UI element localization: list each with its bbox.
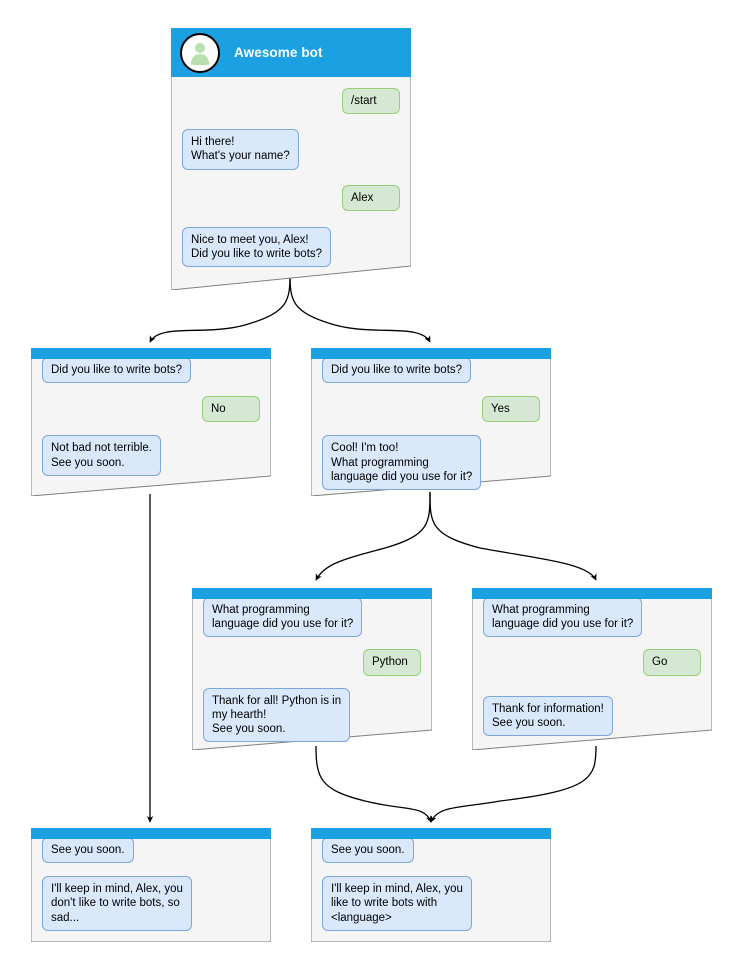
card-python-branch[interactable]: What programming language did you use fo… (192, 588, 432, 750)
edge-go-to-end-yes (430, 745, 597, 823)
user-bubble[interactable]: Go (643, 649, 701, 676)
bot-title: Awesome bot (234, 45, 323, 60)
message-row: Yes (311, 396, 551, 423)
message-row: Hi there! What's your name? (171, 129, 411, 170)
card-yes-branch[interactable]: Did you like to write bots? Yes Cool! I'… (311, 348, 551, 496)
bot-bubble[interactable]: See you soon. (42, 837, 134, 864)
yes-branch-header-bar (311, 348, 551, 359)
user-bubble[interactable]: Yes (482, 396, 540, 423)
bot-bubble[interactable]: Thank for information! See you soon. (483, 695, 613, 737)
message-row: See you soon. (311, 837, 551, 864)
message-row: What programming language did you use fo… (472, 597, 712, 638)
user-bubble[interactable]: Alex (342, 184, 400, 211)
message-row: Go (472, 649, 712, 676)
bot-bubble[interactable]: I'll keep in mind, Alex, you don't like … (42, 876, 192, 931)
message-row: See you soon. (31, 837, 271, 864)
card-end-no[interactable]: See you soon. I'll keep in mind, Alex, y… (31, 828, 271, 942)
end-yes-chat-area: See you soon. I'll keep in mind, Alex, y… (311, 828, 551, 942)
card-root[interactable]: Awesome bot /start Hi there! What's your… (171, 28, 411, 290)
bot-bubble[interactable]: Did you like to write bots? (322, 357, 472, 384)
bot-bubble[interactable]: Nice to meet you, Alex! Did you like to … (182, 226, 332, 268)
go-branch-header-bar (472, 588, 712, 599)
message-row: I'll keep in mind, Alex, you like to wri… (311, 876, 551, 931)
yes-branch-chat-area: Did you like to write bots? Yes Cool! I'… (311, 348, 551, 496)
bot-bubble[interactable]: What programming language did you use fo… (483, 597, 643, 638)
python-branch-chat-area: What programming language did you use fo… (192, 588, 432, 750)
message-row: No (31, 396, 271, 423)
bot-bubble[interactable]: Thank for all! Python is in my hearth! S… (203, 687, 351, 743)
message-row: Not bad not terrible. See you soon. (31, 435, 271, 476)
bot-bubble[interactable]: What programming language did you use fo… (203, 597, 363, 638)
bot-bubble[interactable]: Cool! I'm too! What programming language… (322, 435, 482, 491)
go-branch-chat-area: What programming language did you use fo… (472, 588, 712, 750)
message-row: I'll keep in mind, Alex, you don't like … (31, 876, 271, 931)
message-row: Did you like to write bots? (31, 357, 271, 384)
end-no-header-bar (31, 828, 271, 839)
card-end-yes[interactable]: See you soon. I'll keep in mind, Alex, y… (311, 828, 551, 942)
root-card-header: Awesome bot (171, 28, 411, 77)
message-row: Nice to meet you, Alex! Did you like to … (171, 226, 411, 268)
end-no-chat-area: See you soon. I'll keep in mind, Alex, y… (31, 828, 271, 942)
card-go-branch[interactable]: What programming language did you use fo… (472, 588, 712, 750)
message-row: Python (192, 649, 432, 676)
end-yes-header-bar (311, 828, 551, 839)
edge-yes-to-go (429, 491, 597, 581)
no-branch-chat-area: Did you like to write bots? No Not bad n… (31, 348, 271, 496)
edge-yes-to-python (315, 491, 431, 581)
bot-bubble[interactable]: Not bad not terrible. See you soon. (42, 435, 162, 476)
person-avatar-icon (180, 32, 220, 73)
bot-bubble[interactable]: Did you like to write bots? (42, 357, 192, 384)
message-row: Cool! I'm too! What programming language… (311, 435, 551, 491)
card-no-branch[interactable]: Did you like to write bots? No Not bad n… (31, 348, 271, 496)
message-row: Thank for information! See you soon. (472, 695, 712, 737)
bot-bubble[interactable]: I'll keep in mind, Alex, you like to wri… (322, 876, 472, 931)
root-chat-area: /start Hi there! What's your name? Alex … (171, 77, 411, 268)
message-row: Did you like to write bots? (311, 357, 551, 384)
bot-bubble[interactable]: See you soon. (322, 837, 414, 864)
user-bubble[interactable]: No (202, 396, 260, 423)
python-branch-header-bar (192, 588, 432, 599)
bot-bubble[interactable]: Hi there! What's your name? (182, 129, 299, 170)
message-row: What programming language did you use fo… (192, 597, 432, 638)
user-bubble[interactable]: Python (363, 649, 421, 676)
edge-python-to-end-yes (315, 745, 433, 823)
message-row: Alex (171, 184, 411, 211)
user-bubble[interactable]: /start (342, 88, 400, 115)
message-row: Thank for all! Python is in my hearth! S… (192, 687, 432, 743)
message-row: /start (171, 88, 411, 115)
no-branch-header-bar (31, 348, 271, 359)
